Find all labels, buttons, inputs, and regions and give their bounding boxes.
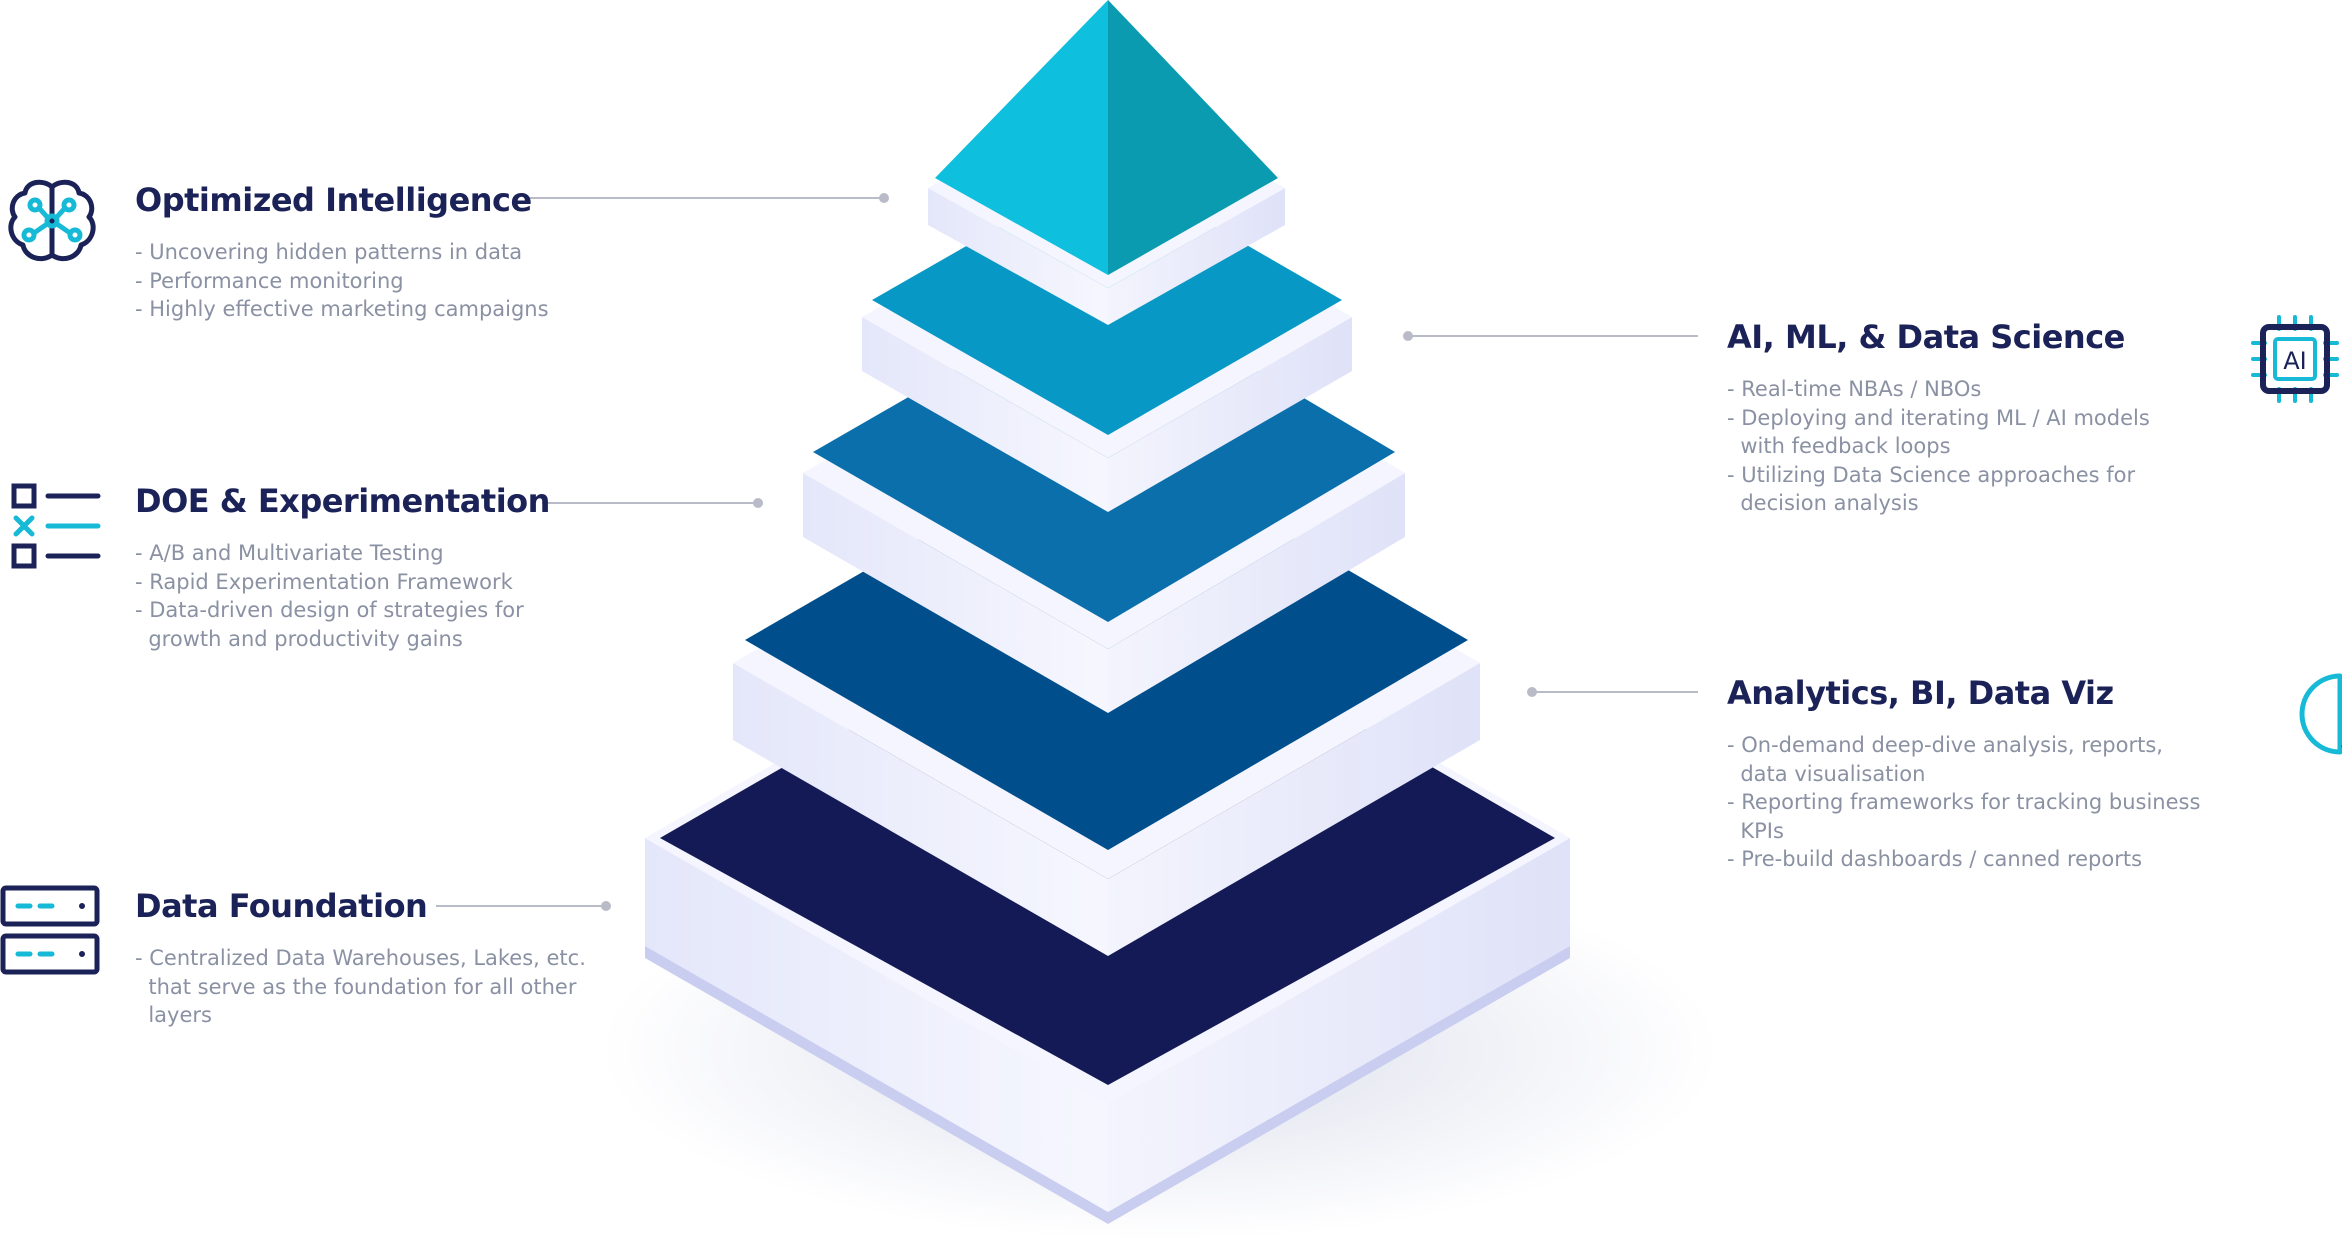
bullet-item: - Centralized Data Warehouses, Lakes, et… <box>135 946 586 970</box>
layer-bullets: - A/B and Multivariate Testing - Rapid E… <box>135 539 550 653</box>
bullet-item: - Pre-build dashboards / canned reports <box>1727 847 2143 871</box>
layer-data-foundation: Data Foundation - Centralized Data Wareh… <box>135 886 586 1030</box>
bullet-item: - Performance monitoring <box>135 268 404 293</box>
connector-ai-ml-data-science <box>1403 331 1698 341</box>
bullet-item: data visualisation <box>1727 761 1926 786</box>
checklist-icon <box>10 480 102 572</box>
bullet-item: growth and productivity gains <box>135 626 463 651</box>
connector-data-foundation <box>436 901 611 911</box>
bullet-item: KPIs <box>1727 818 1784 843</box>
ai-chip-icon: AI <box>2249 313 2341 405</box>
connector-analytics-bi-data-viz <box>1527 687 1698 697</box>
ai-chip-label: AI <box>2283 347 2307 375</box>
server-icon <box>0 885 100 977</box>
bullet-item: - Deploying and iterating ML / AI models <box>1727 405 2150 430</box>
bullet-item: - Uncovering hidden patterns in data <box>135 240 523 264</box>
bullet-item: decision analysis <box>1727 491 1919 515</box>
bullet-item: - Reporting frameworks for tracking busi… <box>1727 790 2201 814</box>
layer-bullets: - Uncovering hidden patterns in data - P… <box>135 238 549 324</box>
layer-bullets: - Real-time NBAs / NBOs - Deploying and … <box>1727 375 2150 518</box>
bullet-item: - On-demand deep-dive analysis, reports, <box>1727 733 2163 757</box>
bullet-item: with feedback loops <box>1727 434 1951 458</box>
layer-bullets: - Centralized Data Warehouses, Lakes, et… <box>135 944 586 1030</box>
connector-doe-experimentation <box>542 498 763 508</box>
layer-doe-experimentation: DOE & Experimentation - A/B and Multivar… <box>135 481 550 653</box>
layer-title: DOE & Experimentation <box>135 482 550 520</box>
brain-circuit-icon <box>5 175 99 269</box>
bullet-item: layers <box>135 1003 212 1027</box>
layer-title: Optimized Intelligence <box>135 181 532 219</box>
pie-chart-icon <box>2294 668 2343 760</box>
layer-ai-ml-data-science: AI, ML, & Data Science - Real-time NBAs … <box>1727 317 2150 518</box>
bullet-item: - Real-time NBAs / NBOs <box>1727 377 1982 401</box>
tier-optimized-intelligence <box>928 0 1285 325</box>
connector-optimized-intelligence <box>528 193 889 203</box>
bullet-item: - Highly effective marketing campaigns <box>135 297 549 321</box>
layer-title: Data Foundation <box>135 887 428 925</box>
bullet-item: - A/B and Multivariate Testing <box>135 541 444 565</box>
layer-analytics-bi-data-viz: Analytics, BI, Data Viz - On-demand deep… <box>1727 673 2200 874</box>
layer-title: AI, ML, & Data Science <box>1727 318 2125 356</box>
bullet-item: that serve as the foundation for all oth… <box>135 974 577 999</box>
bullet-item: - Data-driven design of strategies for <box>135 598 524 622</box>
layer-bullets: - On-demand deep-dive analysis, reports,… <box>1727 731 2200 874</box>
bullet-item: - Rapid Experimentation Framework <box>135 569 513 594</box>
layer-title: Analytics, BI, Data Viz <box>1727 674 2114 712</box>
bullet-item: - Utilizing Data Science approaches for <box>1727 462 2136 487</box>
layer-optimized-intelligence: Optimized Intelligence - Uncovering hidd… <box>135 180 549 324</box>
